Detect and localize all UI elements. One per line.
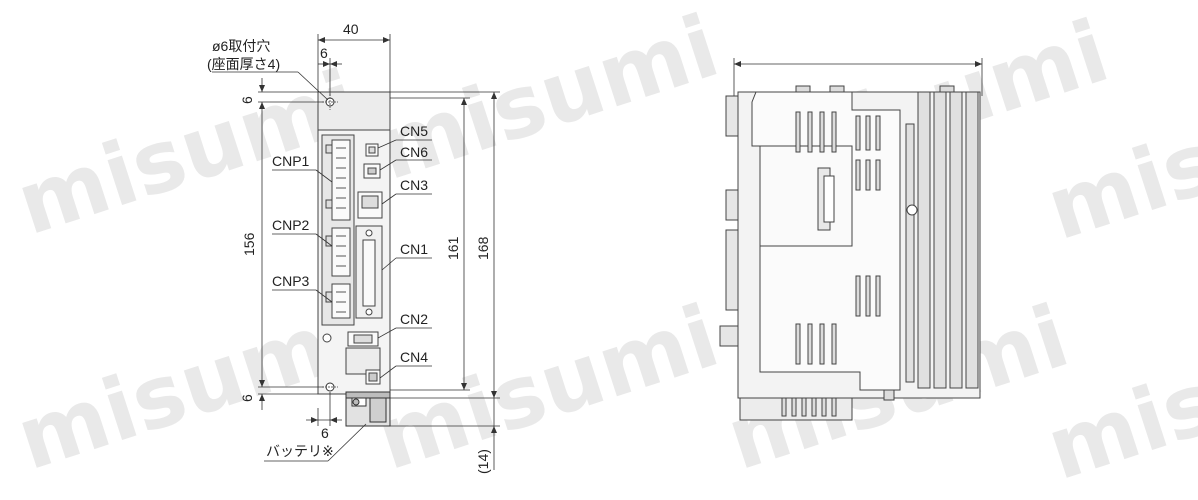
vent-slots-upper xyxy=(795,111,881,191)
watermark-layer: misumi misumi misumi misumi misumi misum… xyxy=(6,0,1198,500)
heat-sink-fins xyxy=(905,91,979,389)
battery-label: バッテリ※ xyxy=(266,443,334,459)
watermark-text: misumi xyxy=(366,0,730,200)
arrowheads xyxy=(259,37,497,433)
vent-slots-lower xyxy=(781,275,881,417)
dim-hole-pitch: 156 xyxy=(241,232,257,256)
dim-bottom-margin: 6 xyxy=(239,394,255,402)
label-cnp1: CNP1 xyxy=(272,153,310,169)
dim-width: 40 xyxy=(343,21,359,37)
cnp2-connector xyxy=(331,227,351,277)
watermark-text: misumi xyxy=(6,52,370,255)
cnp1-connector xyxy=(331,139,351,221)
mount-hole-note: (座面厚さ4) xyxy=(207,56,280,72)
label-cnp3: CNP3 xyxy=(272,273,310,289)
dim-hole-offset-bottom: 6 xyxy=(321,425,329,441)
dim-height-inner: 161 xyxy=(445,236,461,260)
watermark-text: misumi xyxy=(6,287,370,490)
label-cn1: CN1 xyxy=(400,241,428,257)
dim-height-total: 168 xyxy=(475,236,491,260)
front-view xyxy=(212,34,500,470)
label-cn3: CN3 xyxy=(400,177,428,193)
battery xyxy=(345,391,391,427)
cnp3-connector xyxy=(331,283,351,319)
dim-top-margin: 6 xyxy=(239,96,255,104)
front-view-labels: ø6取付穴 (座面厚さ4) 40 6 6 156 6 6 161 168 (14… xyxy=(207,21,491,474)
side-view xyxy=(719,58,983,421)
label-cn6: CN6 xyxy=(400,144,428,160)
label-cn2: CN2 xyxy=(400,311,428,327)
dim-hole-offset-top: 6 xyxy=(320,45,328,61)
mount-hole-label: ø6取付穴 xyxy=(212,38,270,54)
label-cn4: CN4 xyxy=(400,349,428,365)
label-cn5: CN5 xyxy=(400,123,428,139)
dim-battery: (14) xyxy=(475,449,491,474)
leader-lines xyxy=(212,71,432,462)
label-cnp2: CNP2 xyxy=(272,217,310,233)
